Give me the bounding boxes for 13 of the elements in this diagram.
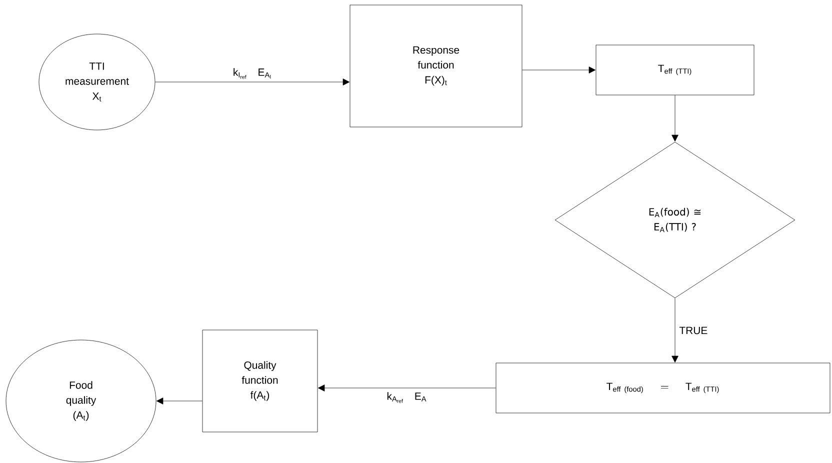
result-box: $\text{T}_{\text{eff (TTI)}}$ (596, 44, 754, 96)
arrow (672, 298, 678, 363)
arrow (318, 384, 496, 392)
arrow (156, 398, 202, 404)
edge-label: TRUE (678, 326, 709, 336)
edge-label: $\text{k}_{\text{I}_{\text{ref}}}\quad\text{E}_{\text{A}_{\text{I}}}$ (232, 67, 274, 80)
arrow (522, 66, 596, 74)
result-box: $\text{T}_{\text{eff (food)}} = \text{T}_{\text{eff (TTI)}}$ (496, 362, 830, 414)
edge-label: $\text{k}_{\text{A}_{\text{ref}}}\quad\text{E}_{\text{A}}$ (386, 391, 428, 404)
function-box: Response function F(X)$_{t}$ (350, 4, 522, 128)
arrow (155, 78, 350, 86)
function-box: Quality function f(A$_{t}$) (202, 330, 318, 432)
arrow (672, 95, 678, 142)
